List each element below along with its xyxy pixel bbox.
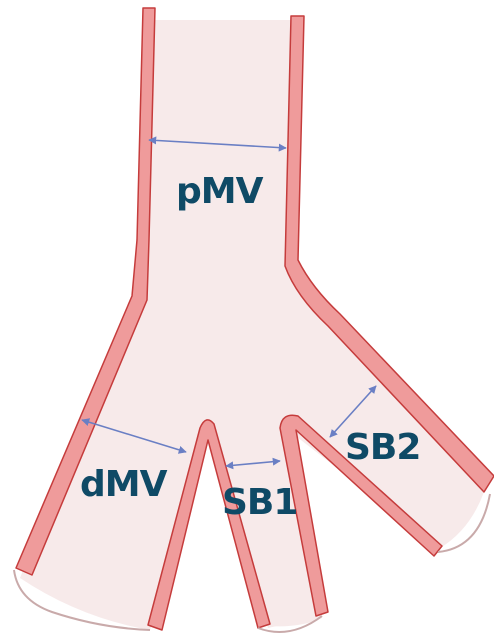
label-pmv: pMV bbox=[176, 171, 264, 212]
label-sb1: SB1 bbox=[222, 482, 297, 523]
label-sb2: SB2 bbox=[345, 427, 420, 468]
label-dmv: dMV bbox=[80, 464, 168, 505]
